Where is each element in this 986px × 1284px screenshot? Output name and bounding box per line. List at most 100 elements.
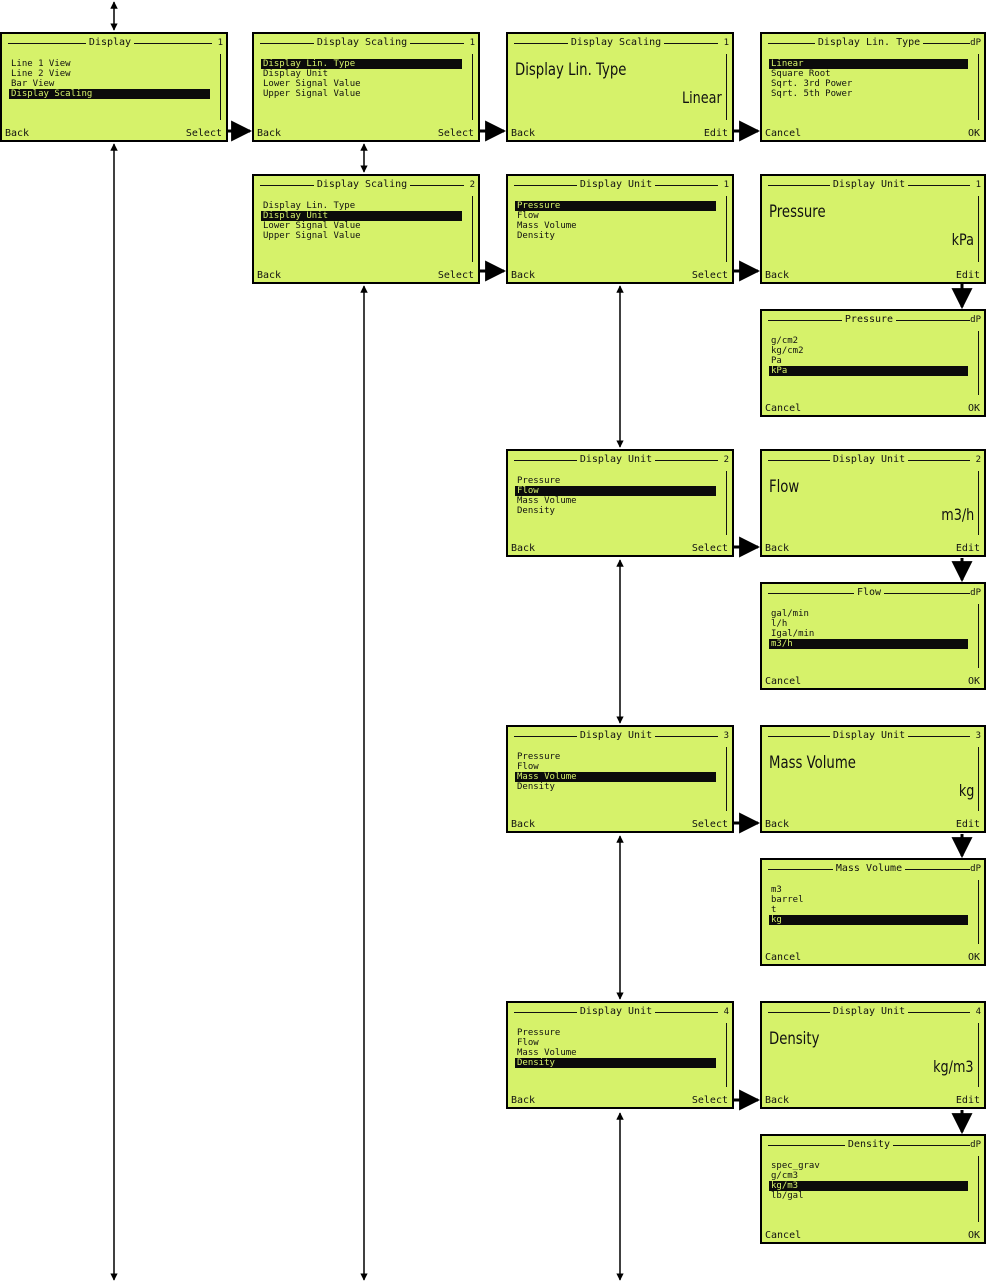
softkey-bar: Back Edit	[765, 543, 980, 555]
screen-title: Density	[844, 1139, 894, 1150]
softkey-left: Back	[511, 819, 536, 830]
screen-title: Display Unit	[576, 1006, 656, 1017]
screen-title-bar: Density dP	[762, 1138, 984, 1152]
scrollbar-line	[978, 1023, 979, 1087]
softkey-bar: Back Select	[511, 819, 728, 831]
menu-item: Pressure	[517, 1028, 561, 1038]
menu-item-selected: Mass Volume	[515, 772, 716, 782]
menu-item: Line 2 View	[11, 69, 71, 79]
menu-item-selected: Display Unit	[261, 211, 462, 221]
menu-item: gal/min	[771, 609, 809, 619]
screen-index: 4	[975, 1007, 981, 1017]
scrollbar-line	[978, 196, 979, 262]
screen-title: Display	[85, 37, 135, 48]
menu-item: t	[771, 905, 777, 915]
screen-title: Display Unit	[829, 1006, 909, 1017]
screen-title: Mass Volume	[832, 863, 906, 874]
screen-title: Display Unit	[576, 730, 656, 741]
menu-item: lb/gal	[771, 1191, 804, 1201]
menu-item: Display Unit	[263, 69, 329, 79]
softkey-left: Cancel	[765, 952, 802, 963]
parameter-name: Density	[769, 1029, 820, 1049]
screen-title: Display Scaling	[313, 37, 411, 48]
screen-title-bar: Display 1	[2, 36, 226, 50]
screen-index: dP	[970, 1140, 981, 1150]
scrollbar-line	[978, 604, 979, 668]
screen-index: 2	[975, 455, 981, 465]
menu-item: Display Lin. Type	[263, 201, 356, 211]
menu-item: Mass Volume	[517, 1048, 577, 1058]
softkey-right: Edit	[955, 819, 980, 830]
parameter-name: Mass Volume	[769, 753, 856, 773]
softkey-left: Back	[765, 270, 790, 281]
softkey-left: Back	[765, 543, 790, 554]
menu-item: l/h	[771, 619, 788, 629]
menu-item: Upper Signal Value	[263, 89, 361, 99]
screen-index: 1	[723, 38, 729, 48]
screen-title: Pressure	[841, 314, 897, 325]
scrollbar-line	[978, 747, 979, 811]
softkey-left: Back	[511, 1095, 536, 1106]
screen-index: 1	[217, 38, 223, 48]
menu-item: Lower Signal Value	[263, 79, 361, 89]
softkey-right: Select	[691, 819, 728, 830]
menu-item: m3	[771, 885, 782, 895]
screen-title: Display Scaling	[313, 179, 411, 190]
softkey-left: Back	[257, 270, 282, 281]
softkey-left: Cancel	[765, 403, 802, 414]
menu-item: Igal/min	[771, 629, 815, 639]
softkey-right: Edit	[955, 270, 980, 281]
screen-index: 1	[469, 38, 475, 48]
softkey-right: OK	[967, 128, 980, 139]
screen-title-bar: Display Scaling 1	[254, 36, 478, 50]
screen-title: Flow	[853, 587, 885, 598]
softkey-left: Back	[5, 128, 30, 139]
screen-index: 4	[723, 1007, 729, 1017]
scrollbar-line	[472, 196, 473, 262]
scrollbar-line	[978, 54, 979, 120]
menu-item: Sqrt. 3rd Power	[771, 79, 853, 89]
menu-item: Pa	[771, 356, 782, 366]
scrollbar-line	[978, 880, 979, 944]
menu-item: Mass Volume	[517, 496, 577, 506]
softkey-right: Edit	[955, 543, 980, 554]
softkey-left: Back	[511, 543, 536, 554]
menu-item-selected: m3/h	[769, 639, 968, 649]
softkey-right: OK	[967, 1230, 980, 1241]
menu-item: Mass Volume	[517, 221, 577, 231]
menu-item: g/cm2	[771, 336, 799, 346]
menu-item: Flow	[517, 211, 539, 221]
screen-index: dP	[970, 38, 981, 48]
menu-item: Lower Signal Value	[263, 221, 361, 231]
softkey-right: Select	[185, 128, 222, 139]
screen-index: 1	[975, 180, 981, 190]
scrollbar-line	[726, 471, 727, 535]
softkey-right: OK	[967, 676, 980, 687]
